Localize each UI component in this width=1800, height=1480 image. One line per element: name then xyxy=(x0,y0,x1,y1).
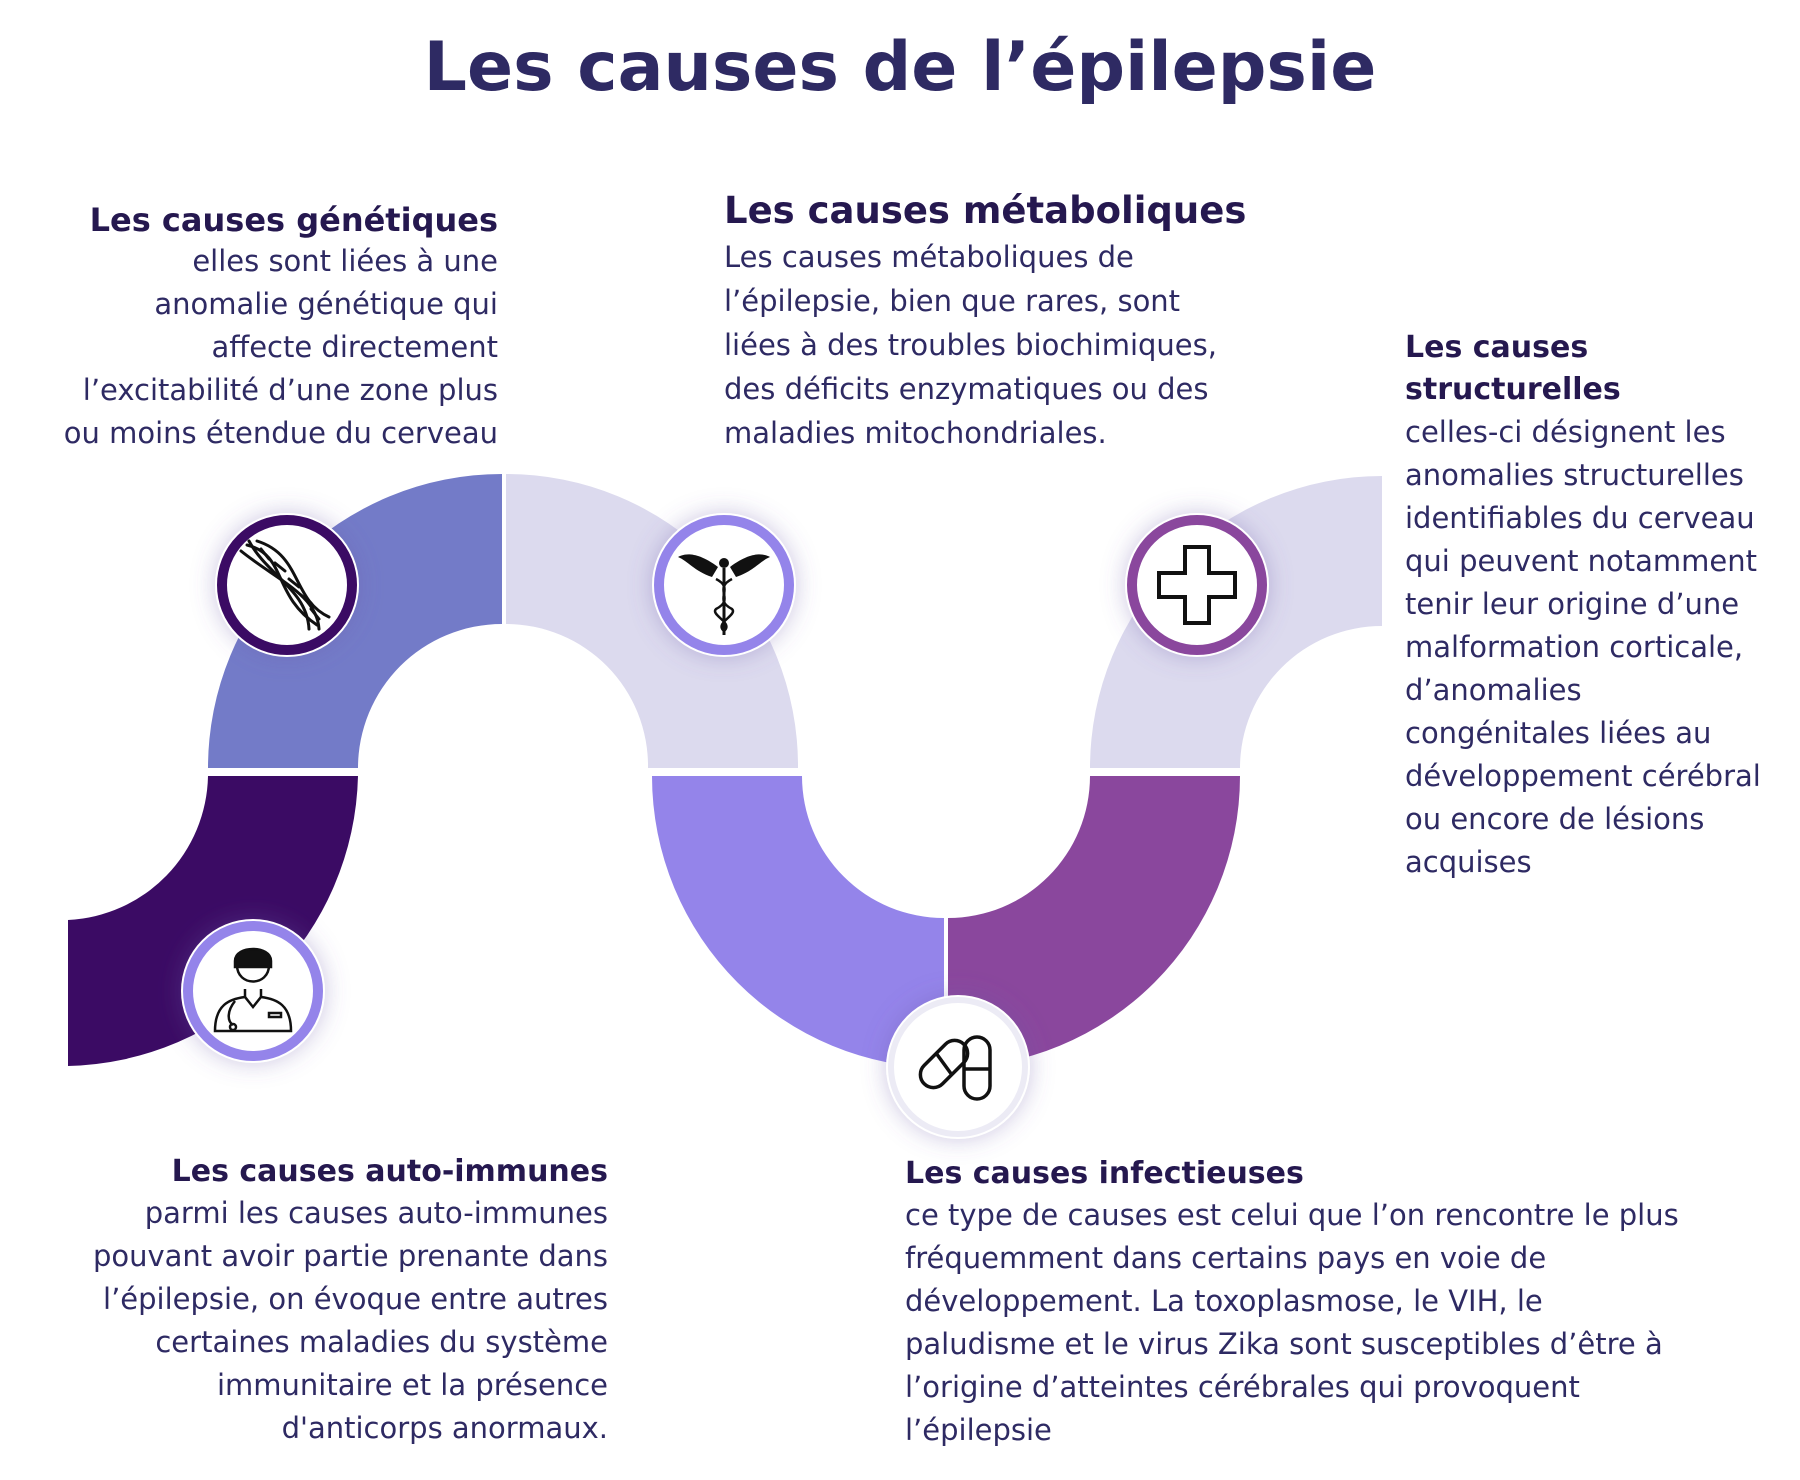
medical-cross-icon xyxy=(1157,545,1237,625)
autoimmune-line: pouvant avoir partie prenante dans xyxy=(92,1239,608,1273)
page-title: Les causes de l’épilepsie xyxy=(423,28,1377,107)
metabolic-line: des déficits enzymatiques ou des xyxy=(724,372,1209,406)
autoimmune-heading: Les causes auto-immunes xyxy=(171,1154,608,1189)
infectious-line: l’origine d’atteintes cérébrales qui pro… xyxy=(905,1370,1580,1404)
autoimmune-line: immunitaire et la présence xyxy=(216,1368,608,1402)
pills-icon xyxy=(918,1035,992,1101)
metabolic-line: maladies mitochondriales. xyxy=(724,416,1107,450)
structural-line: tenir leur origine d’une xyxy=(1405,587,1740,621)
genetic-line: affecte directement xyxy=(211,330,498,364)
genetic-line: anomalie génétique qui xyxy=(154,287,498,321)
infectious-line: ce type de causes est celui que l’on ren… xyxy=(905,1198,1679,1232)
autoimmune-causes: Les causes auto-immunes parmi les causes… xyxy=(50,1152,608,1450)
infectious-line: l’épilepsie xyxy=(905,1413,1052,1447)
autoimmune-line: d'anticorps anormaux. xyxy=(281,1411,608,1445)
structural-line: congénitales liées au xyxy=(1405,716,1712,750)
structural-line: anomalies structurelles xyxy=(1405,458,1744,492)
structural-line: d’anomalies xyxy=(1405,673,1582,707)
structural-line: développement cérébral xyxy=(1405,759,1761,793)
metabolic-causes: Les causes métaboliques Les causes métab… xyxy=(724,187,1284,455)
structural-line: identifiables du cerveau xyxy=(1405,501,1755,535)
structural-line: malformation corticale, xyxy=(1405,630,1744,664)
infectious-line: paludisme et le virus Zika sont suscepti… xyxy=(905,1327,1663,1361)
genetic-heading: Les causes génétiques xyxy=(89,201,498,239)
segment-infectious xyxy=(652,776,944,1068)
genetic-line: l’excitabilité d’une zone plus xyxy=(82,373,498,407)
metabolic-line: Les causes métaboliques de xyxy=(724,240,1134,274)
metabolic-line: l’épilepsie, bien que rares, sont xyxy=(724,284,1181,318)
genetic-line: ou moins étendue du cerveau xyxy=(63,416,498,450)
segment-autoimmune xyxy=(68,776,358,1066)
doctor-icon xyxy=(213,947,293,1033)
structural-badge xyxy=(1125,513,1269,657)
metabolic-badge xyxy=(652,513,796,657)
genetic-line: elles sont liées à une xyxy=(192,244,498,278)
segment-malaria-violet xyxy=(948,776,1240,1068)
structural-causes: Les causes structurelles celles-ci désig… xyxy=(1405,327,1800,884)
autoimmune-line: certaines maladies du système xyxy=(155,1325,608,1359)
infectious-line: développement. La toxoplasmose, le VIH, … xyxy=(905,1284,1543,1318)
autoimmune-badge xyxy=(181,919,325,1063)
dna-icon xyxy=(239,539,331,631)
infectious-causes: Les causes infectieuses ce type de cause… xyxy=(905,1154,1765,1452)
structural-line: acquises xyxy=(1405,845,1532,879)
structural-heading: Les causes structurelles xyxy=(1405,330,1621,407)
autoimmune-line: parmi les causes auto-immunes xyxy=(144,1196,608,1230)
infectious-heading: Les causes infectieuses xyxy=(905,1156,1304,1191)
metabolic-line: liées à des troubles biochimiques, xyxy=(724,328,1217,362)
autoimmune-line: l’épilepsie, on évoque entre autres xyxy=(103,1282,608,1316)
infectious-badge xyxy=(886,995,1030,1139)
structural-line: qui peuvent notamment xyxy=(1405,544,1758,578)
segment-genetic xyxy=(208,474,502,768)
structural-line: celles-ci désignent les xyxy=(1405,415,1726,449)
genetic-badge xyxy=(215,513,359,657)
segment-metabolic xyxy=(506,474,799,768)
genetic-causes: Les causes génétiques elles sont liées à… xyxy=(30,200,498,455)
caduceus-icon xyxy=(678,554,770,635)
infectious-line: fréquemment dans certains pays en voie d… xyxy=(905,1241,1547,1275)
structural-line: ou encore de lésions xyxy=(1405,802,1705,836)
metabolic-heading: Les causes métaboliques xyxy=(724,189,1247,232)
